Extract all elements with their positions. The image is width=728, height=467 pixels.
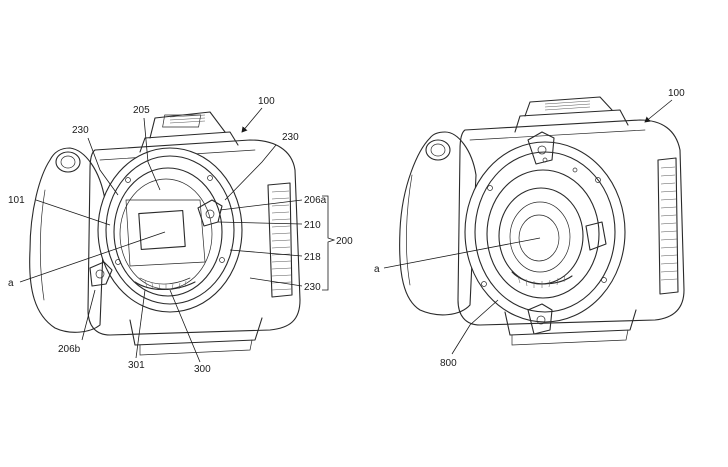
label-206a: 206a: [304, 195, 327, 206]
label-a-right: a: [374, 264, 380, 275]
label-200: 200: [336, 236, 353, 247]
label-206b: 206b: [58, 344, 81, 355]
label-230-bottom: 230: [304, 282, 321, 293]
label-100-right: 100: [668, 88, 685, 99]
right-camera-drawing: [384, 97, 684, 345]
label-230-top-right: 230: [282, 132, 299, 143]
label-230-top-left: 230: [72, 125, 89, 136]
label-800: 800: [440, 358, 457, 369]
label-218: 218: [304, 252, 321, 263]
label-205: 205: [133, 105, 150, 116]
label-100-left: 100: [258, 96, 275, 107]
label-300: 300: [194, 364, 211, 375]
label-301: 301: [128, 360, 145, 371]
label-a-left: a: [8, 278, 14, 289]
left-camera-drawing: [20, 112, 300, 355]
label-210: 210: [304, 220, 321, 231]
label-101: 101: [8, 195, 25, 206]
